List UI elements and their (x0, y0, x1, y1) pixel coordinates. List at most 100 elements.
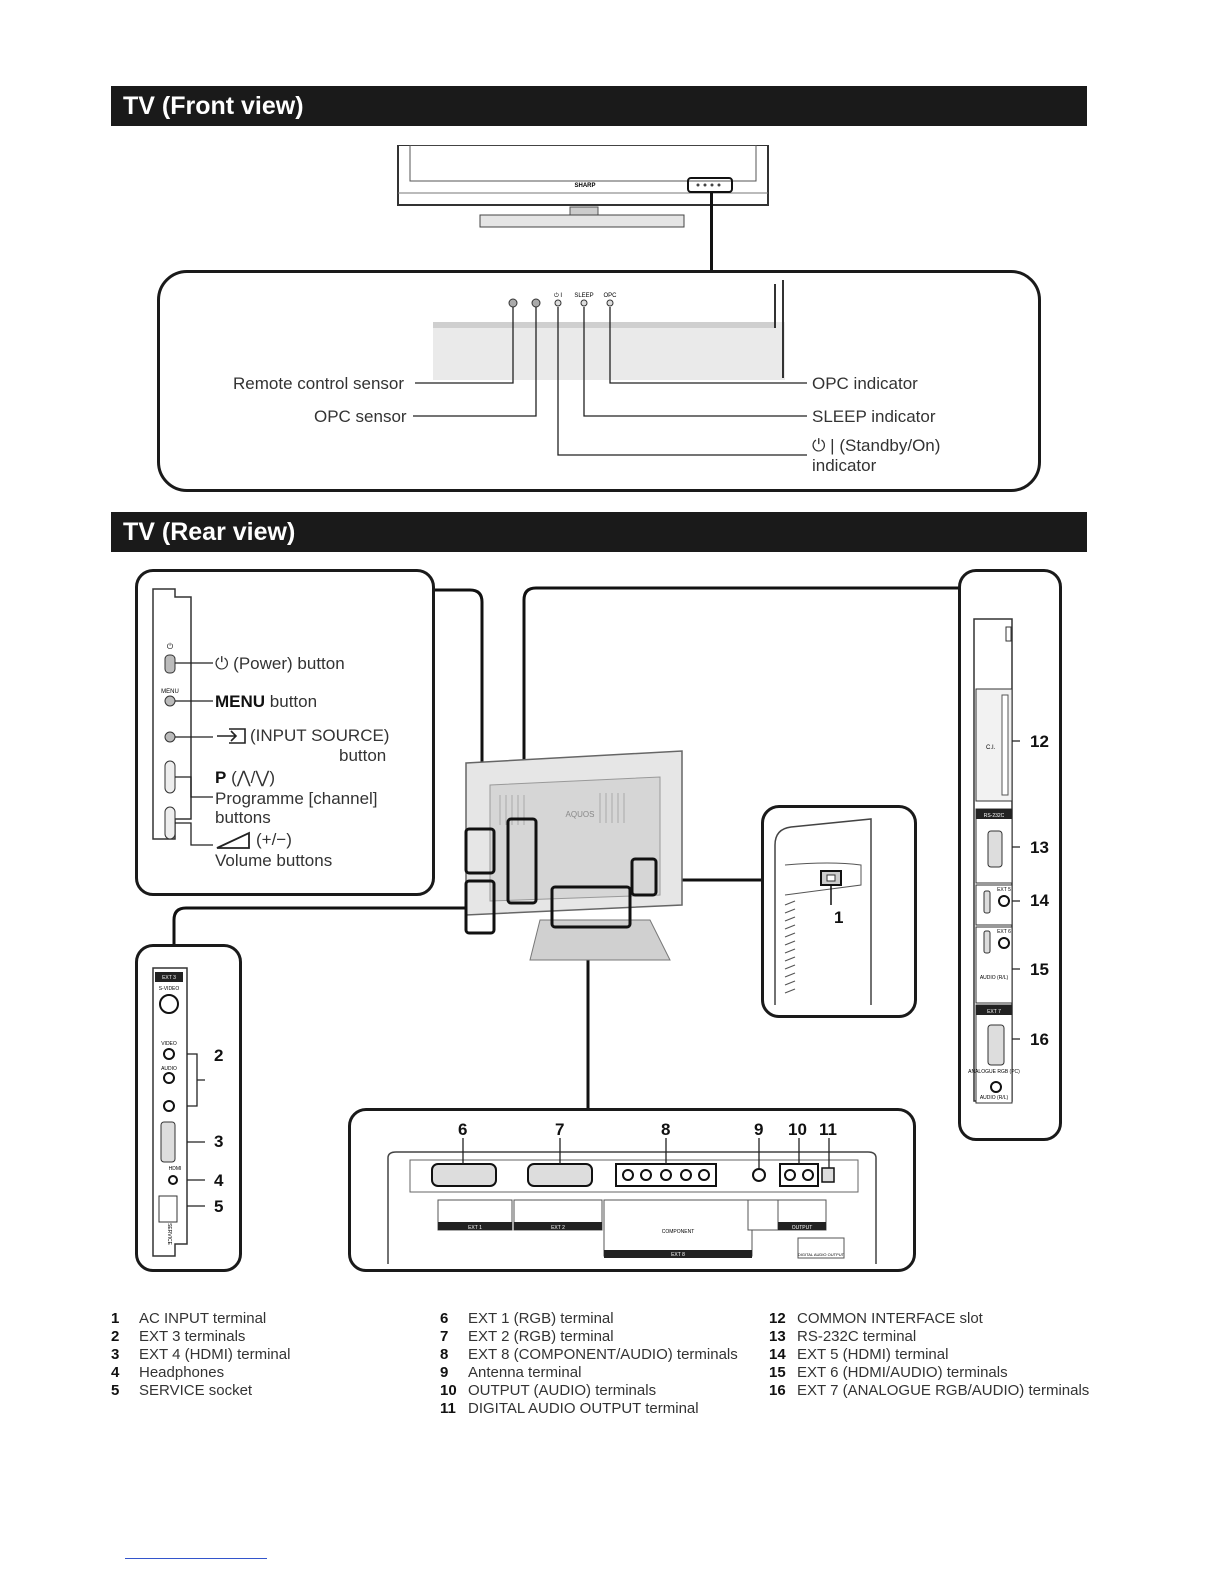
input-source-icon (217, 728, 246, 744)
ext3-label: EXT 3 (162, 975, 176, 981)
legend-num: 12 (769, 1310, 786, 1327)
legend-item: 7 EXT 2 (RGB) terminal (440, 1328, 738, 1346)
legend-item: 9 Antenna terminal (440, 1364, 738, 1382)
callout-5: 5 (214, 1197, 224, 1216)
menu-bold: MENU (215, 692, 266, 711)
menu-text: button (265, 692, 318, 711)
power-button-label: ⏻ (Power) button (215, 654, 345, 674)
volume-label: (+/−) (256, 830, 292, 849)
legend-text: SERVICE socket (139, 1382, 253, 1399)
prog-arrows: (⋀/⋁) (226, 768, 276, 787)
digital-label: DIGITAL AUDIO OUTPUT (798, 1252, 845, 1257)
remote-control-sensor-label: Remote control sensor (233, 374, 405, 393)
tiny-menu-label: MENU (161, 689, 179, 695)
side-buttons-drawing: ⏻ MENU (152, 588, 213, 846)
brand-logo: SHARP (574, 183, 595, 189)
prog-bold: P (215, 768, 227, 787)
volume-icon (216, 831, 250, 849)
programme-button-label: P (⋀/⋁) (215, 768, 275, 788)
rs232-label: RS-232C (984, 813, 1005, 819)
legend-text: EXT 7 (ANALOGUE RGB/AUDIO) terminals (797, 1382, 1090, 1399)
legend-num: 2 (111, 1328, 120, 1345)
legend-item: 11 DIGITAL AUDIO OUTPUT terminal (440, 1400, 738, 1418)
callout-15: 15 (1030, 960, 1049, 979)
legend-item: 5 SERVICE socket (111, 1382, 290, 1400)
legend-text: OUTPUT (AUDIO) terminals (468, 1382, 657, 1399)
programme-label-line3: buttons (215, 808, 271, 827)
front-detail-drawing: ⏻ I SLEEP OPC (413, 280, 807, 456)
ac-input-drawing (774, 818, 872, 1005)
callout-3: 3 (214, 1132, 224, 1151)
video-label: VIDEO (161, 1041, 177, 1047)
legend-num: 16 (769, 1382, 786, 1399)
svg-text:⏻: ⏻ (167, 642, 174, 651)
legend-text: EXT 8 (COMPONENT/AUDIO) terminals (468, 1346, 738, 1363)
ext5-label: EXT 5 (997, 887, 1011, 893)
ac-input-frame (761, 805, 917, 1018)
input-source-label-line2: button (339, 746, 387, 765)
callout-11: 11 (819, 1120, 837, 1139)
opc-indicator-label: OPC indicator (812, 374, 918, 393)
audio-rl-label: AUDIO (R/L) (980, 975, 1009, 981)
service-label: SERVICE (166, 1223, 172, 1246)
legend-text: EXT 2 (RGB) terminal (468, 1328, 614, 1345)
callout-6: 6 (458, 1120, 468, 1139)
callout-9: 9 (754, 1120, 764, 1139)
component-label: COMPONENT (662, 1229, 695, 1235)
rear-view-header: TV (Rear view) (111, 512, 1087, 552)
legend-num: 7 (440, 1328, 449, 1345)
ext8-label: EXT 8 (671, 1252, 685, 1258)
input-source-label: (INPUT SOURCE) (250, 726, 390, 745)
front-view-header: TV (Front view) (111, 86, 1087, 126)
legend-num: 3 (111, 1346, 120, 1363)
hdmi-label: HDMI (169, 1166, 182, 1172)
audio-label: AUDIO (161, 1066, 177, 1072)
callout-16: 16 (1030, 1030, 1049, 1049)
legend-item: 16 EXT 7 (ANALOGUE RGB/AUDIO) terminals (769, 1382, 1089, 1400)
legend-text: Antenna terminal (468, 1364, 582, 1381)
callout-10: 10 (788, 1120, 807, 1139)
legend-item: 1 AC INPUT terminal (111, 1310, 290, 1328)
ext7-label: EXT 7 (987, 1009, 1001, 1015)
footer-rule (125, 1558, 267, 1559)
legend-num: 1 (111, 1310, 120, 1327)
ext6-label: EXT 6 (997, 929, 1011, 935)
programme-label-line2: Programme [channel] (215, 789, 378, 808)
legend-text: RS-232C terminal (797, 1328, 917, 1345)
legend-num: 5 (111, 1382, 120, 1399)
tiny-standby-label: ⏻ I (554, 292, 562, 299)
front-view-title: TV (Front view) (123, 92, 304, 120)
legend-num: 10 (440, 1382, 457, 1399)
tv-rear-illustration: AQUOS (464, 750, 683, 961)
ext1-label: EXT 1 (468, 1225, 482, 1231)
callout-13: 13 (1030, 838, 1049, 857)
legend-text: AC INPUT terminal (139, 1310, 267, 1327)
callout-8: 8 (661, 1120, 671, 1139)
legend-text: EXT 4 (HDMI) terminal (139, 1346, 291, 1363)
legend-text: EXT 5 (HDMI) terminal (797, 1346, 949, 1363)
callout-7: 7 (555, 1120, 565, 1139)
menu-button-label: MENU button (215, 692, 317, 712)
tv-front-illustration: SHARP (397, 145, 769, 228)
legend-num: 6 (440, 1310, 449, 1327)
standby-line1: | (Standby/On) (825, 436, 941, 455)
left-terminals-drawing: EXT 3 S-VIDEO VIDEO AUDIO HDMI SERVICE (152, 967, 205, 1257)
legend-num: 13 (769, 1328, 786, 1345)
legend-num: 9 (440, 1364, 449, 1381)
front-connector-line (710, 192, 713, 274)
rear-view-title: TV (Rear view) (123, 518, 296, 546)
legend-num: 8 (440, 1346, 449, 1363)
tiny-opc-label: OPC (603, 293, 617, 299)
callout-12: 12 (1030, 732, 1049, 751)
legend-num: 11 (440, 1400, 456, 1417)
legend-text: Headphones (139, 1364, 225, 1381)
legend-text: DIGITAL AUDIO OUTPUT terminal (468, 1400, 699, 1417)
